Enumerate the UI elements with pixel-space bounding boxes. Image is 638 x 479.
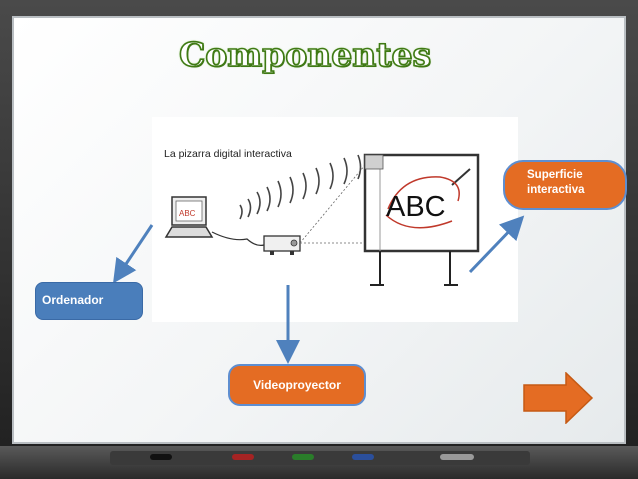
tray-pen-blue	[352, 454, 374, 460]
illustration-caption: La pizarra digital interactiva	[164, 148, 292, 160]
slide-title: Componentes	[178, 34, 432, 75]
illustration: ABC	[152, 117, 518, 322]
wireless-signal-icon	[239, 154, 362, 220]
tray-pen-red	[232, 454, 254, 460]
interactive-board-icon	[363, 153, 480, 286]
arrow-to-ordenador	[113, 224, 154, 284]
right-arrow-icon[interactable]	[522, 372, 594, 424]
tray-pen-green	[292, 454, 314, 460]
label-videoproyector: Videoproyector	[228, 364, 366, 406]
label-superficie-line1: Superficie	[527, 169, 583, 181]
label-superficie-line2: interactiva	[527, 184, 585, 196]
arrow-to-superficie	[468, 215, 525, 274]
tray-pen-black	[150, 454, 172, 460]
projector-icon	[263, 235, 301, 255]
board-text: ABC	[386, 191, 446, 223]
pen-tray-strip	[110, 451, 530, 465]
label-superficie-interactiva: Superficie interactiva	[503, 160, 627, 210]
tray-eraser	[440, 454, 474, 460]
laptop-screen-text: ABC	[179, 209, 196, 218]
label-ordenador: Ordenador	[35, 282, 143, 320]
laptop-icon	[164, 196, 214, 238]
